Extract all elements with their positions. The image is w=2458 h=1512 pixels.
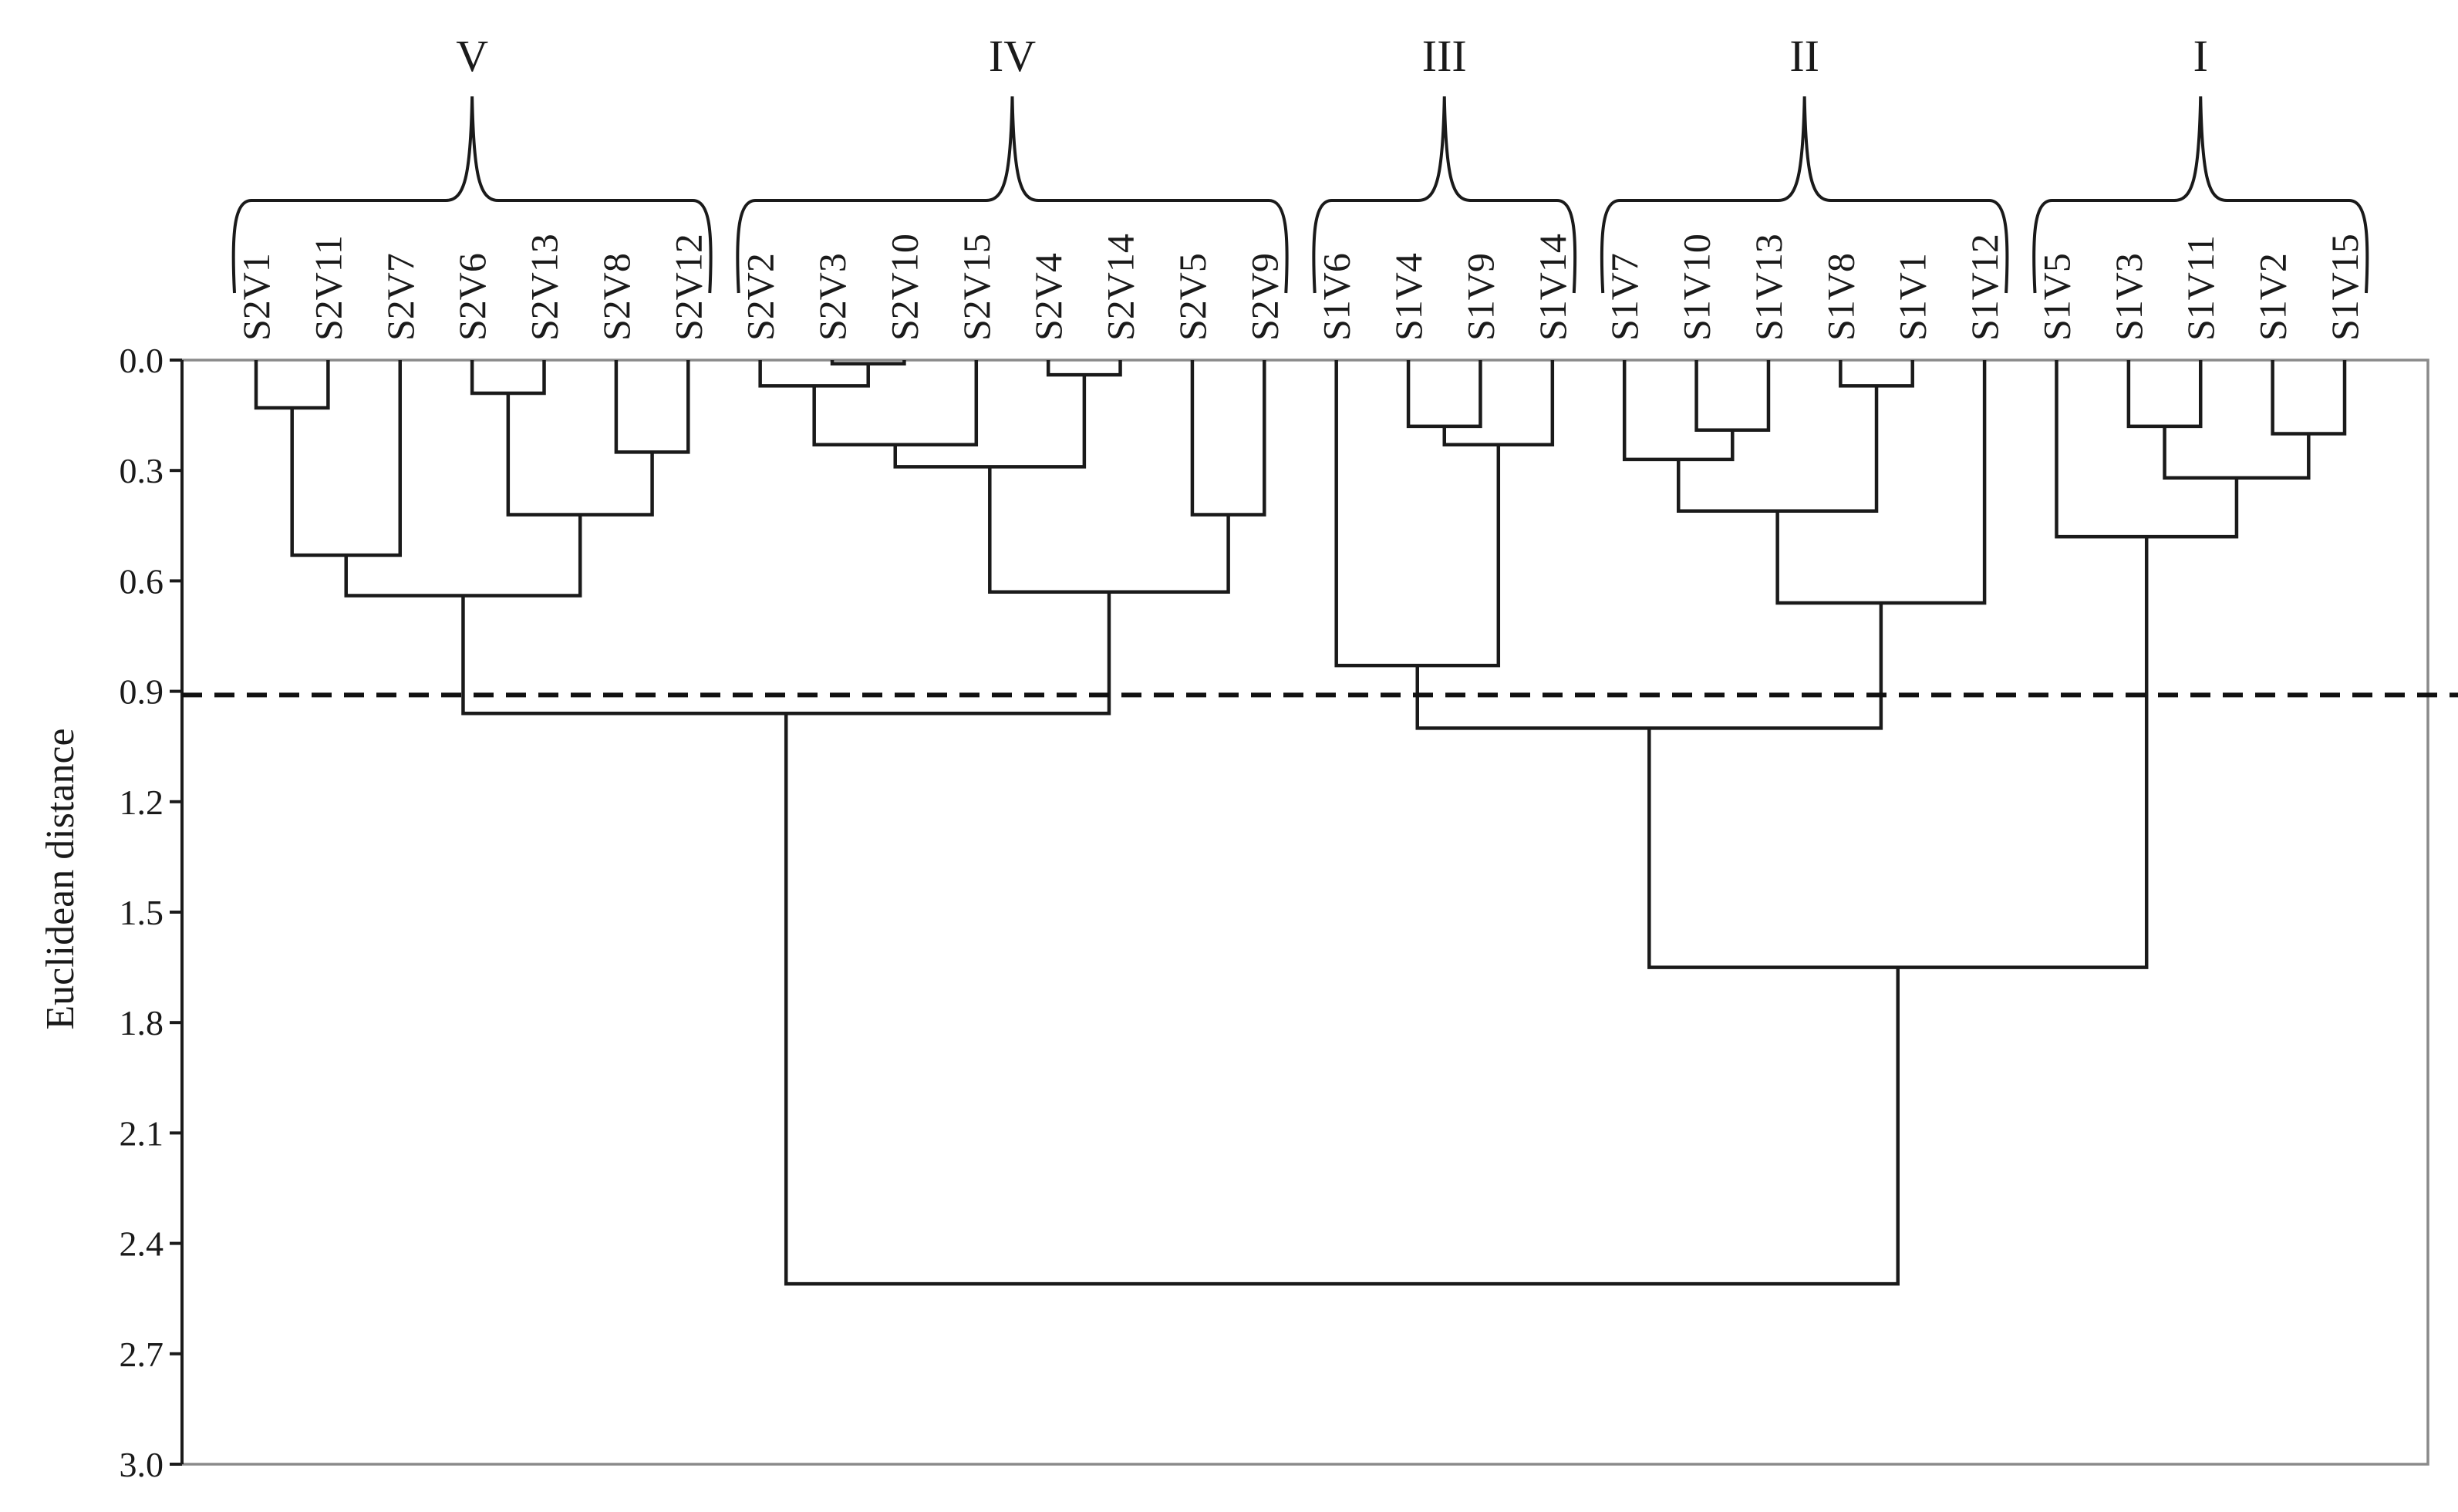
merge-link-n5 xyxy=(506,392,654,517)
leaf-label: S2V12 xyxy=(666,234,710,341)
leaf-label: S2V5 xyxy=(1171,253,1214,341)
leaf-label: S1V8 xyxy=(1819,253,1862,341)
merge-link-n22 xyxy=(1775,360,1987,605)
merge-link-n7 xyxy=(830,360,906,366)
merge-link-n19 xyxy=(1622,360,1735,462)
y-tick-label: 0.0 xyxy=(120,341,164,380)
leaf-label: S2V8 xyxy=(595,253,638,341)
plot-frame xyxy=(180,359,2429,1466)
merge-link-n10 xyxy=(1046,360,1122,377)
leaf-label: S2V6 xyxy=(450,253,494,341)
y-axis-title: Euclidean distance xyxy=(39,728,83,1029)
leaf-label: S2V4 xyxy=(1027,253,1070,341)
y-axis-ticks: 0.0 0.3 0.6 0.9 1.2 1.5 1.8 2.1 2.4 2.7 3.0 xyxy=(120,341,182,1484)
leaf-label: S2V1 xyxy=(234,253,278,341)
merge-link-n20 xyxy=(1839,360,1914,388)
merge-link-n17 xyxy=(1334,360,1501,668)
y-tick-label: 3.0 xyxy=(120,1445,164,1484)
y-tick-label: 0.9 xyxy=(120,672,164,712)
leaf-label: S1V15 xyxy=(2323,234,2366,341)
merge-link-n14 xyxy=(461,591,1111,716)
leaf-label: S2V3 xyxy=(811,253,854,341)
y-tick-label: 2.1 xyxy=(120,1113,164,1153)
merge-link-n8 xyxy=(758,360,870,388)
merge-link-n29 xyxy=(784,713,1900,1286)
leaf-label: S2V9 xyxy=(1242,253,1286,341)
leaf-label: S1V14 xyxy=(1531,234,1574,341)
leaf-label: S1V12 xyxy=(1963,234,2006,341)
merge-link-n11 xyxy=(893,375,1087,469)
merge-link-n27 xyxy=(2055,360,2239,539)
merge-link-n9 xyxy=(812,360,979,447)
merge-link-n6 xyxy=(344,514,582,598)
leaf-label: S1V7 xyxy=(1603,253,1646,341)
y-tick-label: 2.4 xyxy=(120,1224,164,1264)
leaf-label: S2V13 xyxy=(523,234,566,341)
cluster-brace xyxy=(231,96,713,294)
leaf-label: S1V9 xyxy=(1458,253,1502,341)
merge-link-n18 xyxy=(1694,360,1771,432)
y-tick-label: 1.5 xyxy=(120,893,164,932)
leaf-label: S2V11 xyxy=(306,235,349,341)
cluster-brace xyxy=(1600,96,2009,294)
cluster-label: V xyxy=(456,31,488,81)
y-tick-label: 1.2 xyxy=(120,783,164,822)
merge-link-n2 xyxy=(290,360,403,557)
dendrogram-links xyxy=(254,360,2347,1286)
leaf-label: S2V10 xyxy=(882,234,926,341)
merge-link-n25 xyxy=(2271,360,2347,436)
leaf-label: S2V2 xyxy=(739,253,782,341)
merge-link-n4 xyxy=(614,360,690,454)
cluster-label: IV xyxy=(989,31,1036,81)
cluster-brace xyxy=(2032,96,2369,294)
merge-link-n21 xyxy=(1676,386,1879,513)
cluster-label: II xyxy=(1789,31,1819,81)
leaf-label: S1V1 xyxy=(1891,253,1934,341)
merge-link-n3 xyxy=(470,360,546,396)
cluster-brace xyxy=(736,96,1289,294)
leaf-label: S1V3 xyxy=(2107,253,2150,341)
leaf-label: S2V14 xyxy=(1099,234,1142,341)
leaf-label: S1V4 xyxy=(1387,253,1430,341)
leaf-label: S1V2 xyxy=(2251,253,2294,341)
leaf-label: S1V13 xyxy=(1747,234,1790,341)
y-tick-label: 1.8 xyxy=(120,1003,164,1042)
merge-link-n12 xyxy=(1190,360,1266,517)
merge-link-n16 xyxy=(1442,360,1555,447)
merge-link-n1 xyxy=(254,360,330,410)
merge-link-n24 xyxy=(2126,360,2203,429)
y-tick-label: 0.3 xyxy=(120,451,164,490)
leaf-labels: S2V1 S2V11 S2V7 S2V6 S2V13 S2V8 S2V12 S2V2 S2V3 S… xyxy=(234,234,2366,341)
cluster-label: III xyxy=(1422,31,1467,81)
leaf-label: S2V15 xyxy=(955,234,998,341)
cluster-brace xyxy=(1312,96,1577,294)
y-tick-label: 2.7 xyxy=(120,1335,164,1374)
y-tick-label: 0.6 xyxy=(120,561,164,601)
leaf-label: S2V7 xyxy=(379,253,422,341)
leaf-label: S1V10 xyxy=(1675,234,1718,341)
merge-link-n15 xyxy=(1406,360,1482,429)
leaf-label: S1V6 xyxy=(1315,253,1358,341)
cluster-label: I xyxy=(2193,31,2208,81)
leaf-label: S1V5 xyxy=(2035,253,2078,341)
leaf-label: S1V11 xyxy=(2179,235,2222,341)
